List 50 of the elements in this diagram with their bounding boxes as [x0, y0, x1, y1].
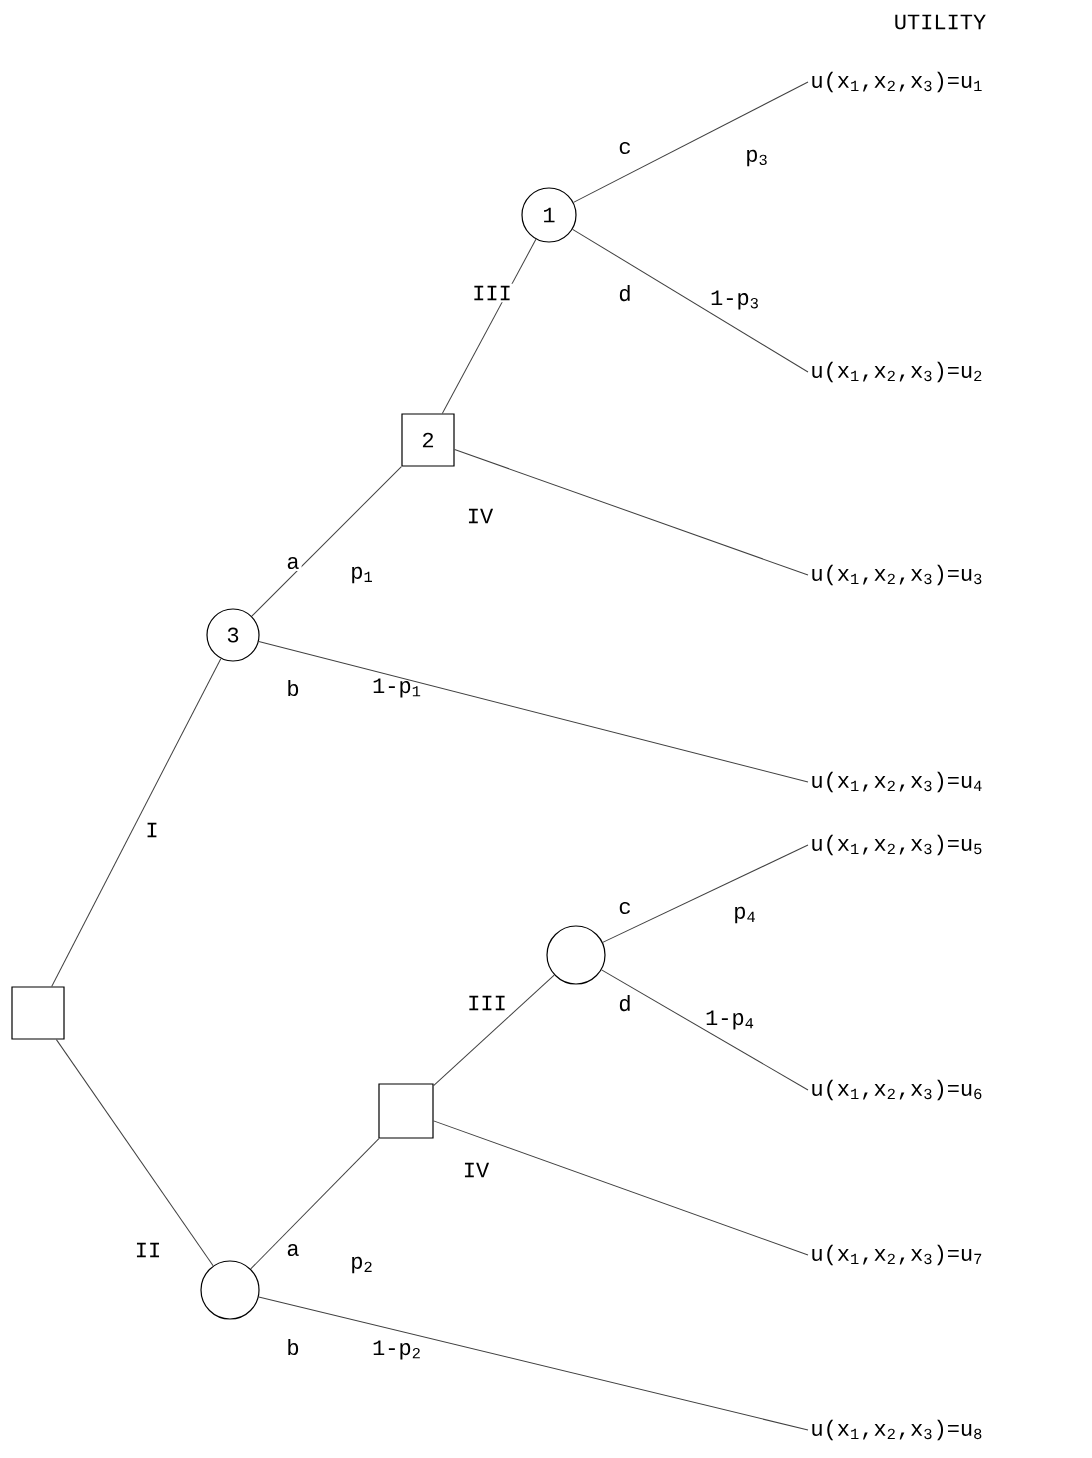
edge-label: d — [616, 992, 634, 1014]
edge-label: d — [616, 282, 634, 304]
utility-label: u(x$_{1}$,x$_{2}$,x$_{3}$)=u$_{1}$ — [812, 71, 982, 93]
utility-label: u(x$_{1}$,x$_{2}$,x$_{3}$)=u$_{2}$ — [812, 361, 982, 383]
branch-line — [601, 969, 809, 1091]
utility-label: u(x$_{1}$,x$_{2}$,x$_{3}$)=u$_{7}$ — [812, 1244, 982, 1266]
utility-label: u(x$_{1}$,x$_{2}$,x$_{3}$)=u$_{8}$ — [812, 1419, 982, 1441]
chance-circle — [546, 925, 606, 985]
branch-line — [454, 448, 809, 576]
branch-line — [258, 641, 809, 783]
edge-label: II — [132, 1240, 164, 1260]
column-heading: UTILITY — [895, 14, 986, 30]
branch-line — [251, 466, 402, 617]
probability-label: 1-p$_{2}$ — [373, 1340, 420, 1360]
branch-line — [51, 658, 222, 987]
probability-label: p$_{2}$ — [352, 1256, 372, 1274]
branch-line — [573, 81, 809, 203]
edge-label: a — [284, 555, 302, 572]
utility-label: u(x$_{1}$,x$_{2}$,x$_{3}$)=u$_{4}$ — [812, 771, 982, 793]
decision-square: 2 — [401, 413, 455, 467]
branch-line — [55, 1039, 214, 1267]
edge-label: a — [284, 1242, 302, 1259]
edge-label: c — [616, 900, 634, 917]
utility-label: u(x$_{1}$,x$_{2}$,x$_{3}$)=u$_{3}$ — [812, 564, 982, 586]
edge-label: IV — [460, 1160, 492, 1180]
branch-line — [572, 228, 809, 373]
probability-label: 1-p$_{4}$ — [706, 1010, 754, 1030]
decision-square — [11, 986, 65, 1040]
branch-line — [433, 974, 555, 1087]
edge-label: IV — [464, 506, 496, 526]
utility-label: u(x$_{1}$,x$_{2}$,x$_{3}$)=u$_{5}$ — [812, 834, 982, 856]
decision-square — [378, 1083, 434, 1139]
edge-label: III — [465, 993, 509, 1013]
branch-line — [258, 1296, 809, 1431]
branch-line — [433, 1120, 809, 1256]
probability-label: p$_{3}$ — [747, 149, 767, 167]
edge-label: b — [284, 677, 302, 699]
edge-label: b — [284, 1336, 302, 1358]
chance-circle — [200, 1260, 260, 1320]
utility-label: u(x$_{1}$,x$_{2}$,x$_{3}$)=u$_{6}$ — [812, 1079, 982, 1101]
probability-label: 1-p$_{3}$ — [711, 290, 758, 310]
probability-label: 1-p$_{1}$ — [373, 678, 421, 698]
probability-label: p$_{1}$ — [352, 566, 372, 584]
edge-label: III — [470, 283, 514, 303]
edge-label: c — [616, 140, 634, 157]
branch-line — [602, 844, 809, 943]
branch-line — [441, 238, 537, 414]
branch-line — [250, 1138, 380, 1270]
probability-label: p$_{4}$ — [735, 906, 755, 924]
edge-label: I — [143, 820, 161, 840]
